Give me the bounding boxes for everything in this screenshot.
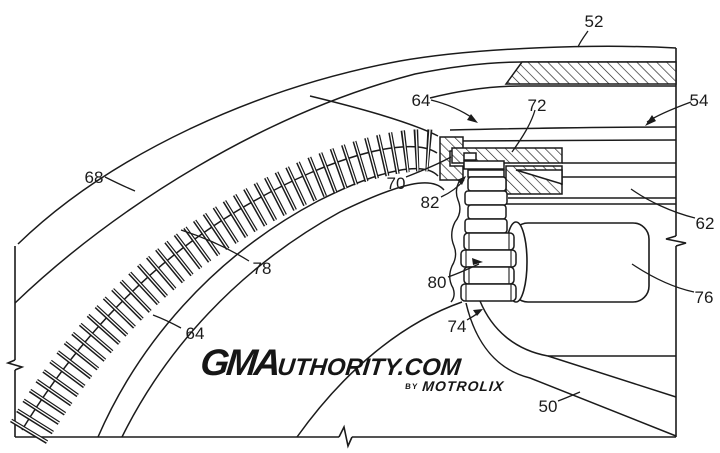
roof-panel-underside-line <box>429 85 676 99</box>
reference-numerals: 52 54 62 76 72 64 70 82 80 74 78 64 68 5… <box>85 12 715 416</box>
leader-78 <box>180 229 250 262</box>
clamp-piece-1 <box>463 152 477 161</box>
leader-52 <box>577 30 589 48</box>
watermark-by-text: BY <box>404 382 419 391</box>
arrowhead-74-icon <box>473 309 483 316</box>
lower-drive-gear <box>460 232 517 302</box>
upper-pinion-gear <box>464 176 508 234</box>
clamp-piece-3 <box>467 169 505 178</box>
carrier-bracket <box>439 136 563 195</box>
rack-teeth <box>9 129 436 444</box>
ref-label-50: 50 <box>539 397 558 416</box>
leader-72 <box>511 109 536 153</box>
gear80-slab <box>460 283 517 302</box>
leader-64-upper <box>430 99 475 120</box>
carrier-block-hatched <box>451 147 563 164</box>
inner-band-edge <box>121 182 445 438</box>
break-symbol-left-icon <box>5 359 25 371</box>
ref-label-72: 72 <box>528 96 547 115</box>
guide-rails <box>449 126 677 205</box>
lower-support-curve <box>296 301 463 438</box>
arrowhead-80-icon <box>472 258 483 265</box>
gear82-slab <box>464 218 508 234</box>
ref-label-82: 82 <box>421 193 440 212</box>
watermark-brand-text: MOTROLIX <box>421 378 506 394</box>
rail-line-1 <box>449 126 677 131</box>
arrowhead-64-upper-icon <box>467 114 478 123</box>
rail-line-2 <box>454 139 677 142</box>
gear80-slab <box>463 232 515 251</box>
leader-62 <box>630 188 696 219</box>
ref-label-78: 78 <box>253 259 272 278</box>
trim-upper-edge <box>479 300 677 398</box>
leader-50 <box>557 391 581 402</box>
break-symbol-right-icon <box>665 235 687 247</box>
leader-68 <box>104 176 136 192</box>
band-edge-into-rail <box>309 95 439 137</box>
toothed-rack <box>9 129 436 444</box>
lower-block-wedge-notch <box>515 169 563 186</box>
ref-label-80: 80 <box>428 273 447 292</box>
ref-label-68: 68 <box>85 168 104 187</box>
clamp-piece-2 <box>463 160 505 170</box>
leader-80 <box>447 263 480 278</box>
gear82-slab <box>467 176 507 192</box>
gear82-slab <box>467 204 507 220</box>
break-symbol-bottom-icon <box>338 424 353 449</box>
gear-stack <box>449 176 517 303</box>
gear80-slab <box>463 266 515 285</box>
gear82-slab <box>464 190 508 206</box>
motor-body <box>511 222 650 303</box>
ref-label-54: 54 <box>690 91 709 110</box>
leader-76 <box>631 263 695 293</box>
leader-lines <box>104 30 696 402</box>
ref-label-76: 76 <box>695 288 714 307</box>
leader-arrowheads <box>457 114 656 316</box>
outer-band-inner-edge <box>14 61 676 304</box>
gear-tooth-profile-lines <box>465 233 512 301</box>
watermark-uthority-text: UTHORITY.COM <box>276 354 463 381</box>
ref-label-74: 74 <box>448 317 467 336</box>
ref-label-64-upper: 64 <box>412 91 431 110</box>
ref-label-64-lower: 64 <box>186 324 205 343</box>
broken-away-wavy-edge <box>449 179 461 303</box>
arrowhead-54-icon <box>645 115 656 126</box>
watermark-gma-text: GMA <box>198 342 281 383</box>
ref-label-70: 70 <box>387 174 406 193</box>
drive-motor <box>504 221 650 303</box>
ref-label-62: 62 <box>696 214 715 233</box>
leader-70 <box>405 156 452 178</box>
roof-panel-hatched-core <box>504 61 677 85</box>
arrowhead-82-icon <box>457 176 466 185</box>
outer-band-outer-edge <box>17 45 677 245</box>
fixed-roof-panel <box>429 61 677 99</box>
gear80-slab <box>460 249 517 268</box>
leader-64-lower <box>152 314 182 329</box>
ref-label-52: 52 <box>585 12 604 31</box>
